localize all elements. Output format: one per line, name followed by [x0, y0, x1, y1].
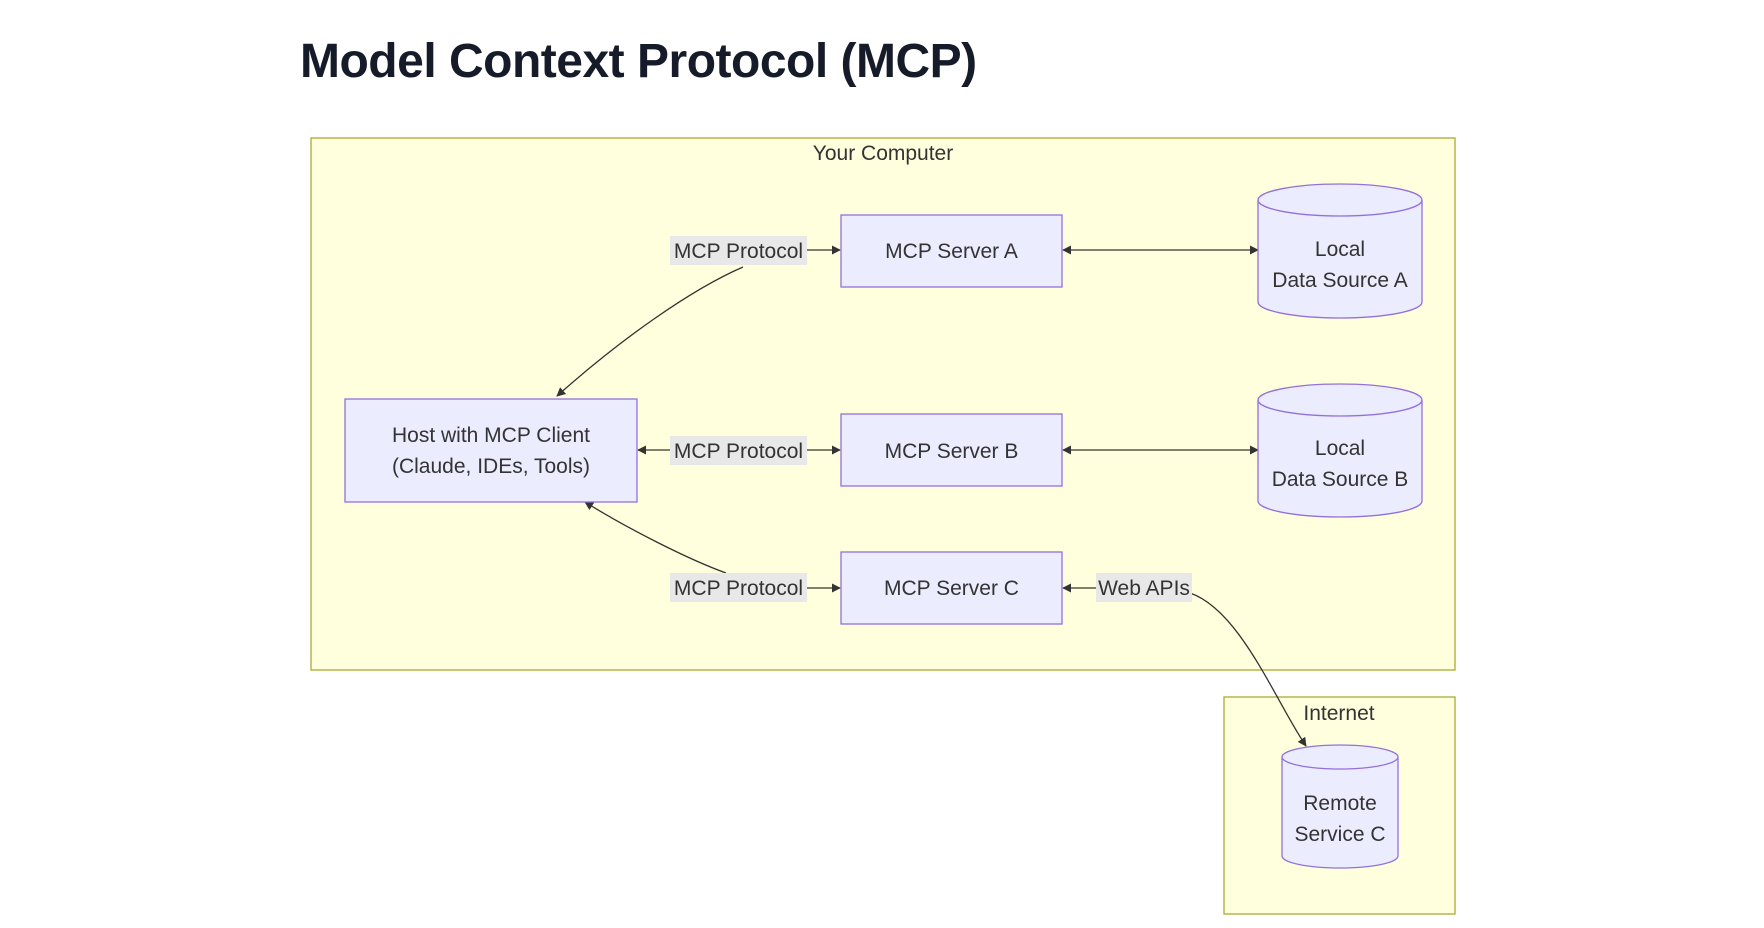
edge-label-host-server-c-text: MCP Protocol	[674, 577, 803, 600]
cluster-internet-label: Internet	[1303, 702, 1374, 725]
edge-label-web-apis-text: Web APIs	[1098, 577, 1190, 600]
node-mcp-server-a-label: MCP Server A	[885, 240, 1018, 263]
node-local-data-source-a[interactable]: Local Data Source A	[1257, 183, 1423, 319]
node-remote-service-c[interactable]: Remote Service C	[1281, 744, 1399, 869]
node-mcp-server-c[interactable]: MCP Server C	[840, 551, 1063, 625]
node-mcp-server-b[interactable]: MCP Server B	[840, 413, 1063, 487]
edge-label-host-server-b: MCP Protocol	[670, 436, 807, 465]
node-local-data-source-b-line2: Data Source B	[1272, 468, 1409, 491]
node-mcp-server-b-label: MCP Server B	[885, 440, 1019, 463]
node-mcp-server-c-label: MCP Server C	[884, 577, 1019, 600]
node-host-mcp-client-line1: Host with MCP Client	[392, 424, 590, 447]
node-host-mcp-client[interactable]: Host with MCP Client (Claude, IDEs, Tool…	[344, 398, 638, 503]
cluster-your-computer-label: Your Computer	[813, 142, 953, 165]
node-mcp-server-a[interactable]: MCP Server A	[840, 214, 1063, 288]
edge-server-c-remote-curve	[1189, 592, 1307, 747]
node-local-data-source-b-line1: Local	[1315, 437, 1365, 460]
edges	[556, 245, 1307, 747]
cluster-internet: Internet	[1223, 696, 1456, 915]
edge-label-web-apis: Web APIs	[1096, 573, 1192, 602]
node-remote-service-c-line2: Service C	[1294, 823, 1385, 846]
node-local-data-source-a-line1: Local	[1315, 238, 1365, 261]
node-remote-service-c-line1: Remote	[1303, 792, 1377, 815]
edge-label-host-server-b-text: MCP Protocol	[674, 440, 803, 463]
page-title: Model Context Protocol (MCP)	[300, 35, 977, 88]
edge-label-host-server-a: MCP Protocol	[670, 236, 807, 265]
node-host-mcp-client-line2: (Claude, IDEs, Tools)	[392, 455, 590, 478]
node-local-data-source-b[interactable]: Local Data Source B	[1257, 383, 1423, 518]
edge-host-server-c-curve	[584, 501, 727, 574]
edge-host-server-a-curve	[556, 266, 744, 397]
node-local-data-source-a-line2: Data Source A	[1272, 269, 1407, 292]
edge-label-host-server-a-text: MCP Protocol	[674, 240, 803, 263]
edge-label-host-server-c: MCP Protocol	[670, 573, 807, 602]
